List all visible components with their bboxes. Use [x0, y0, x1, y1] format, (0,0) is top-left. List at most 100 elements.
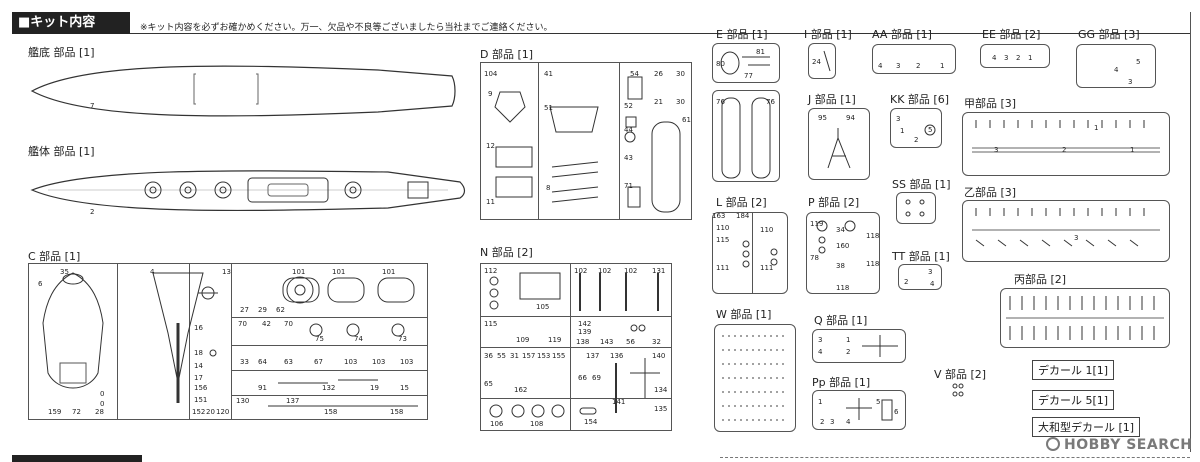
part-number: 65 — [484, 380, 493, 388]
part-number: 62 — [276, 306, 285, 314]
part-number: 17 — [194, 374, 203, 382]
hull-drawing — [30, 170, 466, 212]
part-number: 95 — [818, 114, 827, 122]
part-number: 56 — [626, 338, 635, 346]
part-number: 156 — [194, 384, 208, 392]
section-label-i: I 部品 [1] — [804, 28, 852, 41]
part-number: 20 — [206, 408, 215, 416]
sprue-ee — [980, 44, 1050, 68]
part-number: 12 — [486, 142, 495, 150]
sprue-otsu-parts — [972, 208, 1160, 247]
part-number: 44 — [624, 126, 633, 134]
part-number: 4 — [930, 280, 935, 288]
part-number: 75 — [315, 335, 324, 343]
part-number: 2 — [846, 348, 851, 356]
part-number: 2 — [820, 418, 825, 426]
part-number: 43 — [624, 154, 633, 162]
part-number: 115 — [716, 236, 730, 244]
part-number: 5 — [876, 398, 881, 406]
sprue-j-parts — [827, 128, 851, 169]
sprue-kk — [890, 108, 942, 148]
part-number: 105 — [536, 303, 550, 311]
part-number: 70 — [238, 320, 247, 328]
sprue-e-top — [712, 43, 780, 83]
part-number: 5 — [928, 126, 933, 134]
part-number: 13 — [222, 268, 231, 276]
part-number: 115 — [484, 320, 498, 328]
part-number: 119 — [548, 336, 562, 344]
part-number: 111 — [716, 264, 730, 272]
part-number: 72 — [72, 408, 81, 416]
sprue-l-parts — [742, 240, 778, 268]
section-label-d: D 部品 [1] — [480, 48, 534, 61]
part-number: 103 — [344, 358, 358, 366]
sprue-c-parts — [42, 272, 418, 407]
part-number: 27 — [240, 306, 249, 314]
part-number: 14 — [194, 362, 203, 370]
part-number: 104 — [484, 70, 498, 78]
part-number: 155 — [552, 352, 566, 360]
part-number: 6 — [38, 280, 43, 288]
part-number: 38 — [836, 262, 845, 270]
part-number: 131 — [652, 267, 666, 275]
part-number: 112 — [484, 267, 498, 275]
sprue-q-parts — [862, 335, 898, 357]
sprue-v-parts — [952, 383, 964, 397]
section-label-c: C 部品 [1] — [28, 250, 81, 263]
part-number: 6 — [894, 408, 899, 416]
sprue-ko-parts — [972, 120, 1160, 153]
section-label-l: L 部品 [2] — [716, 196, 767, 209]
part-number: 77 — [744, 72, 753, 80]
part-number: 102 — [574, 267, 588, 275]
section-label-q: Q 部品 [1] — [814, 314, 868, 327]
part-number: 5 — [1136, 58, 1141, 66]
sprue-i-parts — [823, 50, 831, 72]
part-number: 2 — [1016, 54, 1021, 62]
part-number: 152 — [192, 408, 206, 416]
part-number: 4 — [878, 62, 883, 70]
sprue-e-bottom — [712, 90, 780, 182]
part-number: 80 — [716, 60, 725, 68]
part-number: 30 — [676, 98, 685, 106]
sprue-w-parts — [722, 335, 788, 421]
part-number: 103 — [372, 358, 386, 366]
part-number: 94 — [846, 114, 855, 122]
part-number: 54 — [630, 70, 639, 78]
part-number: 111 — [760, 264, 774, 272]
part-number: 7 — [90, 102, 95, 110]
part-number: 2 — [914, 136, 919, 144]
part-number: 76 — [766, 98, 775, 106]
sprue-i — [808, 43, 836, 79]
part-number: 55 — [497, 352, 506, 360]
kit-note: ※キット内容を必ずお確かめください。万一、欠品や不良等ございましたら当社までご連… — [140, 23, 553, 33]
part-number: 1 — [818, 398, 823, 406]
sprue-n-parts — [489, 272, 660, 418]
part-number: 64 — [258, 358, 267, 366]
part-number: 3 — [1074, 234, 1079, 242]
part-number: 163 — [712, 212, 726, 220]
part-number: 132 — [322, 384, 336, 392]
part-number: 0 — [100, 390, 105, 398]
part-number: 71 — [624, 182, 633, 190]
part-number: 1 — [1094, 124, 1099, 132]
sprue-tt — [898, 264, 942, 290]
part-number: 73 — [398, 335, 407, 343]
part-number: 134 — [654, 386, 668, 394]
part-number: 24 — [812, 58, 821, 66]
section-label-ee: EE 部品 [2] — [982, 28, 1041, 41]
part-number: 69 — [592, 374, 601, 382]
part-number: 61 — [682, 116, 691, 124]
section-label-j: J 部品 [1] — [808, 93, 856, 106]
part-number: 118 — [836, 284, 850, 292]
watermark: HOBBY SEARCH — [1046, 437, 1192, 453]
sprue-gg — [1076, 44, 1156, 88]
part-number: 74 — [354, 335, 363, 343]
part-number: 136 — [610, 352, 624, 360]
part-number: 140 — [652, 352, 666, 360]
sprue-d — [480, 62, 692, 220]
footer-header-bar — [12, 455, 142, 462]
section-label-e: E 部品 [1] — [716, 28, 768, 41]
part-number: 4 — [992, 54, 997, 62]
part-number: 102 — [624, 267, 638, 275]
sprue-ss — [896, 192, 936, 224]
